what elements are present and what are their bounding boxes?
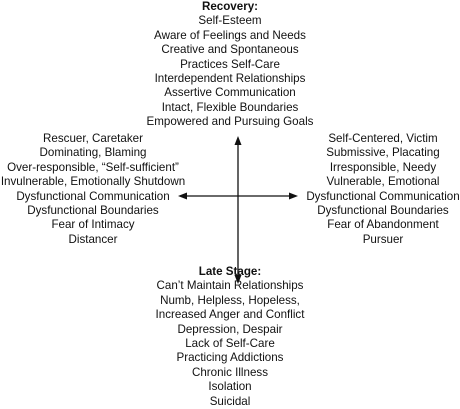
- recovery-item: Empowered and Pursuing Goals: [146, 115, 314, 129]
- right-quadrant-item: Pursuer: [362, 232, 404, 246]
- recovery-block: Recovery: Self-Esteem Aware of Feelings …: [130, 0, 330, 130]
- right-quadrant-item: Dysfunctional Communication: [306, 189, 460, 203]
- left-quadrant-item: Distancer: [68, 232, 118, 246]
- late-stage-item: Practicing Addictions: [176, 351, 284, 365]
- late-stage-item: Suicidal: [209, 394, 251, 408]
- recovery-item: Self-Esteem: [198, 14, 262, 28]
- left-quadrant-item: Dominating, Blaming: [39, 146, 147, 160]
- left-quadrant-item: Over-responsible, “Self-sufficient”: [7, 160, 179, 174]
- arrowhead-right: [289, 192, 298, 200]
- recovery-item: Assertive Communication: [164, 86, 296, 100]
- late-stage-item: Numb, Helpless, Hopeless,: [160, 293, 300, 307]
- recovery-item: Interdependent Relationships: [154, 72, 306, 86]
- recovery-item: Aware of Feelings and Needs: [154, 28, 306, 42]
- left-quadrant-block: Rescuer, Caretaker Dominating, Blaming O…: [0, 132, 186, 247]
- recovery-item: Intact, Flexible Boundaries: [161, 100, 299, 114]
- arrowhead-up: [234, 136, 242, 145]
- right-quadrant-block: Self-Centered, Victim Submissive, Placat…: [306, 132, 460, 247]
- recovery-item: Creative and Spontaneous: [161, 43, 299, 57]
- right-quadrant-item: Irresponsible, Needy: [329, 160, 437, 174]
- left-quadrant-item: Dysfunctional Boundaries: [27, 204, 159, 218]
- right-quadrant-item: Self-Centered, Victim: [328, 132, 438, 145]
- right-quadrant-item: Vulnerable, Emotional: [326, 175, 440, 189]
- recovery-heading: Recovery:: [201, 0, 259, 13]
- late-stage-item: Chronic Illness: [191, 365, 269, 379]
- recovery-item: Practices Self-Care: [180, 57, 280, 71]
- right-quadrant-item: Dysfunctional Boundaries: [317, 204, 449, 218]
- late-stage-item: Increased Anger and Conflict: [155, 308, 305, 322]
- late-stage-item: Lack of Self-Care: [185, 337, 275, 351]
- late-stage-heading: Late Stage:: [198, 265, 262, 278]
- left-quadrant-item: Dysfunctional Communication: [16, 189, 170, 203]
- late-stage-block: Late Stage: Can’t Maintain Relationships…: [125, 265, 335, 409]
- late-stage-item: Isolation: [208, 380, 252, 394]
- left-quadrant-item: Fear of Intimacy: [51, 218, 135, 232]
- late-stage-item: Can’t Maintain Relationships: [156, 279, 304, 293]
- left-quadrant-item: Rescuer, Caretaker: [43, 132, 143, 145]
- late-stage-item: Depression, Despair: [177, 322, 283, 336]
- right-quadrant-item: Fear of Abandonment: [327, 218, 439, 232]
- left-quadrant-item: Invulnerable, Emotionally Shutdown: [0, 175, 186, 189]
- right-quadrant-item: Submissive, Placating: [326, 146, 440, 160]
